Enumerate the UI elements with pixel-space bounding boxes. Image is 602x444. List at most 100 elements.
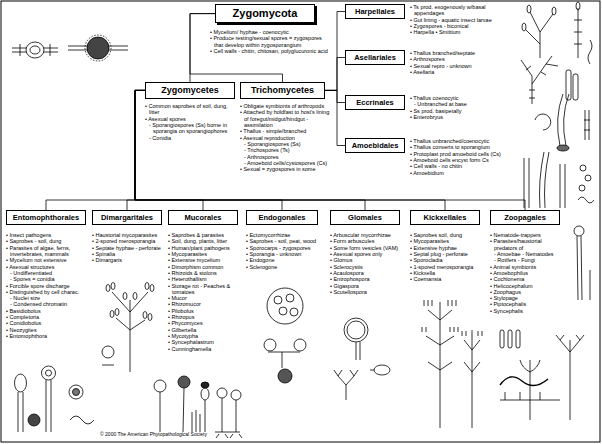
- note-text: • Septal plug - perforate: [410, 251, 486, 257]
- note-text: • Endogone: [246, 257, 324, 263]
- note-text: • Sporocladia: [410, 257, 486, 263]
- note-text: • Cunninghamella: [168, 346, 242, 352]
- note-text: © 2000 The American Phytopathological So…: [100, 432, 320, 438]
- note-text: • Obligate symbionts of arthropods: [240, 103, 332, 109]
- note-text: • Protoplast prod amoeboid cells (Cs): [410, 151, 510, 157]
- note-text: • Thallus - simple/branched: [240, 128, 332, 134]
- note-text: • 1-spored merosporangia: [410, 264, 486, 270]
- connector-line: [127, 90, 145, 210]
- note-text: - Nuclei size: [6, 295, 88, 301]
- note-text: - Trichospores (Ts): [240, 147, 332, 153]
- note-text: • Thallus branched/septate: [410, 50, 510, 56]
- note-text: • Ts prod. exogenously w/basal appendage…: [410, 4, 510, 17]
- note-text: • Mycoparasites: [410, 238, 486, 244]
- note-text: • Forcible spore discharge: [6, 283, 88, 289]
- note-text: • Asexual spores only: [330, 251, 406, 257]
- taxon-box: Eccrinales: [345, 95, 405, 110]
- note-text: • Asexual structures: [6, 264, 88, 270]
- text-column: • Nematode-trappers• Parasites/haustoria…: [490, 232, 564, 314]
- taxon-name: Zoopagales: [495, 213, 555, 222]
- taxon-name: Zygomycota: [220, 7, 310, 20]
- taxon-box: Zygomycetes: [145, 82, 235, 99]
- taxon-box: Zoopagales: [490, 210, 560, 225]
- note-text: - Condensed chromatin: [6, 301, 88, 307]
- note-text: • Mucor: [168, 295, 242, 301]
- note-text: - Spores = conidia: [6, 276, 88, 282]
- text-column: • Mycelium/ hyphae - coenocytic• Produce…: [210, 29, 330, 54]
- taxon-name: Entomophthorales: [11, 213, 81, 222]
- note-text: • Rhizopus: [168, 314, 242, 320]
- text-column: © 2000 The American Phytopathological So…: [100, 432, 320, 438]
- taxon-name: Asellariales: [350, 53, 400, 62]
- text-column: • Obligate symbionts of arthropods• Atta…: [240, 103, 332, 172]
- connector-line: [325, 90, 345, 145]
- note-text: • Attached by holdfast to host's lining …: [240, 109, 332, 128]
- note-text: • Animal symbionts: [490, 264, 564, 270]
- note-text: • Soil, dung, plants, litter: [168, 238, 242, 244]
- connector-line: [190, 14, 283, 82]
- note-text: • Syncephalis: [490, 308, 564, 314]
- taxon-name: Trichomycetes: [245, 85, 320, 96]
- note-text: • Rhizomucor: [168, 301, 242, 307]
- note-text: • Phycomyces: [168, 320, 242, 326]
- taxon-box: Harpellales: [345, 4, 405, 19]
- taxon-name: Dimargaritales: [97, 213, 157, 222]
- note-text: • Mycelium not extensive: [6, 257, 88, 263]
- note-text: • Asexual reproduction: [240, 135, 332, 141]
- note-text: • Extensive hyphae: [410, 245, 486, 251]
- note-text: • Gut lining - aquatic insect larvae: [410, 17, 510, 23]
- note-text: • Arbuscular mycorrhizae: [330, 232, 406, 238]
- note-text: • Scutellospora: [330, 289, 406, 295]
- connector-line: [325, 58, 345, 91]
- note-text: • Some form vesicles (VAM): [330, 245, 406, 251]
- note-text: • Mycoparasites: [168, 251, 242, 257]
- text-column: • Ectomycorrhizae• Saprobes - soil, peat…: [246, 232, 324, 270]
- taxon-name: Zygomycetes: [150, 85, 230, 96]
- text-column: • Thallus coenocytic- Unbranched at base…: [410, 95, 510, 120]
- text-column: • Saprobes & parasites• Soil, dung, plan…: [168, 232, 242, 352]
- note-text: • Amoeboid cells encyst form Cs: [410, 157, 510, 163]
- note-text: - Arthrospores: [240, 154, 332, 160]
- note-text: • Completoria: [6, 314, 88, 320]
- note-text: • Parasites/haustorial predators of: [490, 238, 564, 251]
- note-text: • Harpella • Smittium: [410, 29, 510, 35]
- note-text: • Human/plant pathogens: [168, 245, 242, 251]
- note-text: • Common saprobes of soil, dung, litter: [145, 103, 237, 116]
- connector-line: [325, 90, 345, 102]
- taxon-name: Endogonales: [251, 213, 313, 222]
- note-text: • Asexual spores: [145, 116, 237, 122]
- note-text: - Amoebae - Nematodes: [490, 251, 564, 257]
- note-text: • Sporangia - unknown: [246, 251, 324, 257]
- note-text: • Thallus converts to sporangium: [410, 144, 510, 150]
- connector-line: [190, 14, 215, 82]
- note-text: - Sporangiospores (Ss): [240, 141, 332, 147]
- connector-line: [135, 90, 445, 210]
- note-text: • Glomus: [330, 257, 406, 263]
- taxon-box: Trichomycetes: [240, 82, 325, 99]
- note-text: • Distinguished by cell charac.: [6, 289, 88, 295]
- taxon-box: Asellariales: [345, 50, 405, 65]
- note-text: • Basidiobolus: [6, 308, 88, 314]
- note-text: - Conidia: [145, 135, 237, 141]
- note-text: • Piptocephalis: [490, 301, 564, 307]
- note-text: • Nematode-trappers: [490, 232, 564, 238]
- taxon-box: Zygomycota: [215, 4, 315, 23]
- taxon-box: Mucorales: [168, 210, 238, 225]
- taxon-box: Kickxellales: [410, 210, 480, 225]
- note-text: • Conidiobolus: [6, 320, 88, 326]
- text-column: • Thallus unbranched/coenocytic• Thallus…: [410, 138, 510, 176]
- text-column: • Arbuscular mycorrhizae• Form arbuscule…: [330, 232, 406, 295]
- note-text: • Cell walls - chitin, chitosan, polyglu…: [210, 48, 330, 54]
- note-text: • Arthrospores: [410, 56, 510, 62]
- note-text: • Acaulospora: [330, 270, 406, 276]
- note-text: • Rhizoids & stolons: [168, 270, 242, 276]
- note-text: • Amoebidium: [410, 170, 510, 176]
- note-text: • Sexual = zygospores in some: [240, 166, 332, 172]
- note-text: • Sporocarps - zygospores: [246, 245, 324, 251]
- note-text: • Haustorial mycoparasites: [92, 232, 166, 238]
- connector-line: [46, 90, 145, 210]
- note-text: • Saprobes - soil, dung: [6, 238, 88, 244]
- note-text: • Thallus unbranched/coenocytic: [410, 138, 510, 144]
- note-text: • Mycotypha: [168, 333, 242, 339]
